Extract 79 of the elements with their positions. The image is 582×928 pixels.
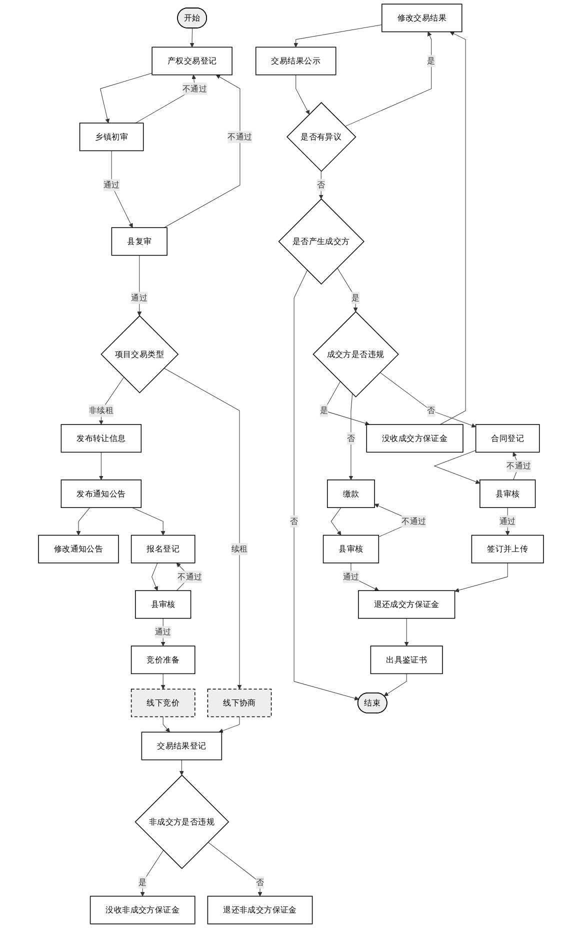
edge-label: 非续租: [88, 406, 114, 416]
edge-label: 是: [351, 292, 360, 302]
arrow: [160, 673, 166, 690]
arrow: [348, 393, 354, 480]
edge-label: 不通过: [228, 132, 252, 142]
edge-label: 通过: [499, 516, 516, 526]
edge-label: 否: [290, 516, 298, 526]
node-box: 没收成交方保证金: [366, 424, 464, 453]
arrow: [98, 452, 104, 480]
arrow: [162, 716, 170, 732]
arrow: [434, 450, 480, 484]
node-box: 签订并上传: [471, 534, 544, 564]
arrow: [218, 716, 240, 733]
edge-label: 不通过: [506, 460, 532, 471]
edge-label: 是: [320, 406, 328, 416]
node-box: 退还成交方保证金: [358, 590, 456, 619]
arrow: [380, 372, 476, 428]
node-box: 交易结果登记: [141, 732, 222, 760]
arrow: [111, 150, 133, 228]
node-box: 竞价准备: [130, 646, 196, 674]
arrow: [160, 618, 166, 646]
node-box: 发布通知公告: [60, 480, 142, 508]
arrow: [350, 562, 379, 591]
node-box: 没收非成交方保证金: [90, 896, 196, 924]
arrow: [440, 32, 466, 425]
node-box: 缴款: [327, 480, 375, 508]
arrow: [76, 507, 90, 536]
arrow: [164, 74, 240, 228]
arrow: [100, 72, 152, 124]
node-box: 交易结果公示: [255, 46, 336, 76]
node-box: 线下竞价: [130, 688, 196, 718]
node-box: 发布转让信息: [60, 424, 142, 453]
node-box: 县审核: [135, 590, 192, 619]
node-diamond: 非成交方是否违规: [134, 774, 230, 870]
arrow: [294, 270, 360, 700]
node-box: 退还非成交方保证金: [207, 896, 313, 924]
edge-label: 不通过: [178, 572, 202, 582]
arrow: [132, 507, 166, 536]
arrow: [404, 618, 409, 646]
arrow: [454, 562, 508, 592]
arrow: [137, 255, 142, 316]
node-diamond: 成交方是否违规: [312, 311, 399, 398]
arrow: [296, 74, 310, 115]
edge-label: 是: [138, 877, 147, 887]
node-diamond: 项目交易类型: [100, 315, 179, 394]
node-box: 出具鉴证书: [370, 646, 443, 674]
arrow: [190, 28, 194, 48]
edge-label: 不通过: [402, 516, 426, 526]
edge-label: 否: [317, 180, 326, 190]
arrow: [152, 562, 158, 591]
arrow: [330, 507, 342, 536]
edge-label: 否: [346, 433, 356, 443]
node-box: 产权交易登记: [152, 46, 232, 76]
node-box: 县审核: [480, 480, 536, 508]
arrow: [344, 32, 432, 127]
arrow: [208, 842, 262, 896]
edge-label: 续租: [231, 544, 248, 554]
node-box: 合同登记: [475, 424, 540, 453]
edge-label: 通过: [342, 572, 360, 582]
edge-label: 不通过: [182, 84, 208, 94]
edge-label: 否: [256, 877, 264, 887]
arrow: [179, 760, 184, 776]
edge-label: 通过: [103, 180, 120, 190]
node-box: 县审核: [322, 534, 380, 564]
node-diamond: 是否有异议: [286, 102, 356, 172]
arrow: [164, 368, 242, 690]
arrow: [384, 673, 407, 696]
node-diamond: 是否产生成交方: [278, 198, 364, 285]
arrow: [294, 24, 382, 48]
edge-label: 通过: [154, 627, 172, 637]
node-box: 线下协商: [207, 688, 272, 718]
edge-label: 否: [427, 406, 436, 416]
edge-label: 是: [427, 56, 436, 66]
edge-label: 通过: [131, 292, 148, 302]
node-box: 县复审: [111, 227, 168, 256]
node-box: 报名登记: [130, 534, 196, 564]
node-box: 修改交易结果: [382, 4, 462, 32]
node-box: 乡镇初审: [79, 122, 144, 152]
node-box: 修改通知公告: [38, 534, 119, 564]
